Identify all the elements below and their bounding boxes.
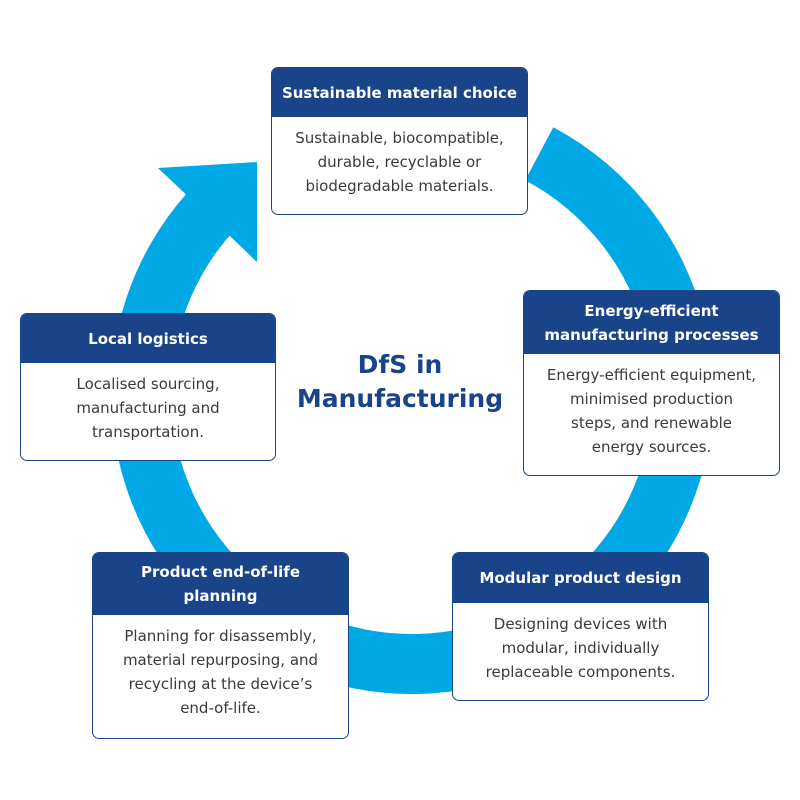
step-card-energy-efficient: Energy-efficient manufacturing processes… <box>523 290 780 476</box>
step-description: Sustainable, biocompatible, durable, rec… <box>295 129 504 195</box>
curved-arrow-up-right-icon <box>158 162 257 262</box>
step-description: Energy-efficient equipment, minimised pr… <box>546 366 757 456</box>
step-description: Designing devices with modular, individu… <box>485 615 676 681</box>
step-card-modular-design: Modular product design Designing devices… <box>452 552 709 701</box>
step-description: Planning for disassembly, material repur… <box>122 627 319 717</box>
step-card-end-of-life: Product end-of-life planning Planning fo… <box>92 552 349 739</box>
step-title: Sustainable material choice <box>272 68 527 117</box>
step-title: Local logistics <box>21 314 275 363</box>
step-title: Energy-efficient manufacturing processes <box>524 291 779 354</box>
diagram-title: DfS in Manufacturing <box>296 350 504 413</box>
step-title: Modular product design <box>453 553 708 603</box>
step-description: Localised sourcing, manufacturing and tr… <box>76 375 220 441</box>
step-title: Product end-of-life planning <box>93 553 348 615</box>
step-card-sustainable-material: Sustainable material choice Sustainable,… <box>271 67 528 215</box>
step-card-local-logistics: Local logistics Localised sourcing, manu… <box>20 313 276 461</box>
